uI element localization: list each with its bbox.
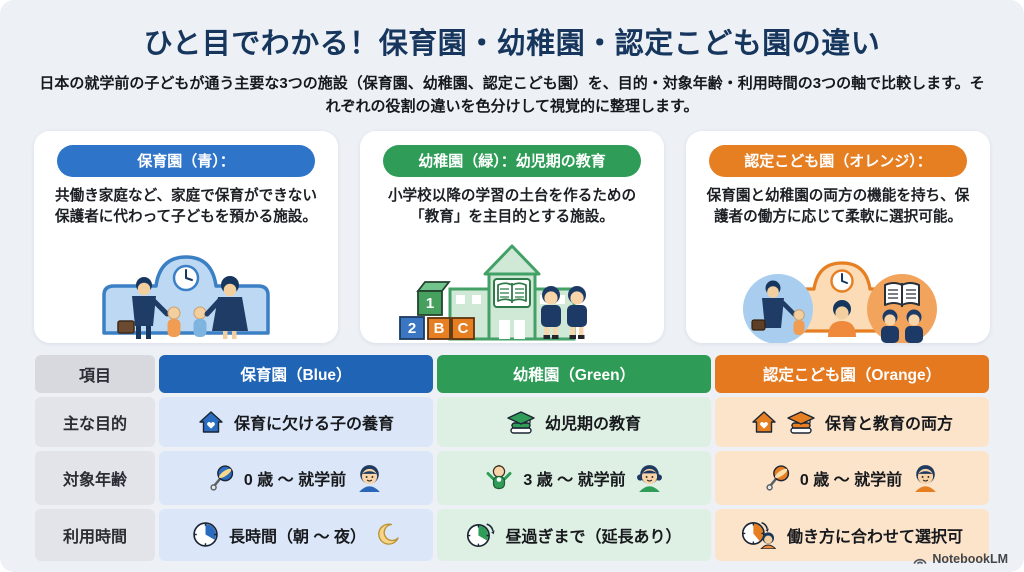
card-hoikuen: 保育園（青）： 共働き家庭など、家庭で保育ができない保護者に代わって子どもを預か… xyxy=(34,130,338,343)
care-circle-blue xyxy=(743,274,813,343)
house-heart-icon xyxy=(199,410,223,433)
overview-cards-row: 保育園（青）： 共働き家庭など、家庭で保育ができない保護者に代わって子どもを預か… xyxy=(0,130,1024,343)
youchien-illustration: 1 2 B C xyxy=(372,229,652,342)
row-label-age: 対象年齢 xyxy=(35,450,155,505)
block-letter: B xyxy=(434,320,445,337)
cell-hours-hoikuen: 長時間（朝 〜 夜） xyxy=(159,508,433,561)
card-description-hoikuen: 共働き家庭など、家庭で保育ができない保護者に代わって子どもを預かる施設。 xyxy=(55,187,317,226)
cell-age-hoikuen: 0 歳 〜 就学前 xyxy=(159,450,433,505)
toddler-orange xyxy=(167,306,181,338)
girl-face-icon xyxy=(636,465,662,492)
rattle-icon xyxy=(766,465,790,491)
column-header-hoikuen: 保育園（Blue） xyxy=(159,354,433,393)
comparison-table: 項目 保育園（Blue） 幼稚園（Green） 認定こども園（Orange） 主… xyxy=(35,354,989,561)
column-header-item: 項目 xyxy=(35,354,155,393)
card-badge-youchien: 幼稚園（緑）：幼児期の教育 xyxy=(383,144,641,177)
cell-text: 3 歳 〜 就学前 xyxy=(523,471,626,489)
boy-face-icon xyxy=(359,465,380,492)
card-description-youchien: 小学校以降の学習の土台を作るための「教育」を主目的とする施設。 xyxy=(387,187,637,226)
cell-text: 0 歳 〜 就学前 xyxy=(243,471,347,489)
graduation-books-icon xyxy=(507,410,535,434)
graduation-books-icon xyxy=(787,410,815,434)
clock-extend-icon xyxy=(467,523,496,548)
brand-name: NotebookLM xyxy=(932,552,1008,566)
cell-text: 0 歳 〜 就学前 xyxy=(799,471,903,489)
moon-icon xyxy=(378,523,399,545)
page-subtitle: 日本の就学前の子どもが通う主要な3つの施設（保育園、幼稚園、認定こども園）を、目… xyxy=(39,75,985,116)
column-header-youchien: 幼稚園（Green） xyxy=(437,354,711,393)
briefcase xyxy=(751,319,766,331)
cell-purpose-hoikuen: 保育に欠ける子の養育 xyxy=(159,396,433,447)
card-youchien: 幼稚園（緑）：幼児期の教育 小学校以降の学習の土台を作るための「教育」を主目的と… xyxy=(360,130,664,343)
cell-text: 保育に欠ける子の養育 xyxy=(233,415,394,433)
cell-purpose-kodomoen: 保育と教育の両方 xyxy=(715,396,989,447)
briefcase xyxy=(117,320,135,335)
row-label-hours: 利用時間 xyxy=(35,508,155,561)
family-building-blue-illustration xyxy=(102,255,270,340)
kodomoen-illustration xyxy=(698,229,978,343)
cell-age-youchien: 3 歳 〜 就学前 xyxy=(437,450,711,505)
house-heart-icon xyxy=(752,410,776,433)
block-letter: 2 xyxy=(408,320,416,337)
open-book-emblem xyxy=(493,278,531,309)
baby-icon xyxy=(486,465,512,490)
green-school-illustration: 1 2 B C xyxy=(399,244,587,341)
card-description-kodomoen: 保育園と幼稚園の両方の機能を持ち、保護者の働方に応じて柔軟に選択可能。 xyxy=(706,187,970,226)
uniformed-children xyxy=(541,286,587,340)
rattle-icon xyxy=(210,465,234,491)
education-circle-orange xyxy=(867,274,937,343)
children-pair xyxy=(881,309,923,343)
cell-purpose-youchien: 幼児期の教育 xyxy=(437,396,711,447)
card-badge-hoikuen: 保育園（青）： xyxy=(57,144,315,177)
boy-face-icon xyxy=(915,465,936,492)
mother-figure xyxy=(204,276,248,340)
orange-hybrid-illustration xyxy=(743,261,937,343)
father-figure xyxy=(117,277,170,340)
cell-text: 保育と教育の両方 xyxy=(824,415,953,433)
cell-text: 働き方に合わせて選択可 xyxy=(786,528,963,546)
toddler-blue xyxy=(193,306,207,338)
clock-emblem xyxy=(830,269,854,293)
cell-text: 幼児期の教育 xyxy=(544,415,641,433)
column-header-kodomoen: 認定こども園（Orange） xyxy=(715,354,989,393)
open-book xyxy=(884,282,920,308)
mother-figure-center xyxy=(828,300,856,338)
row-label-purpose: 主な目的 xyxy=(35,396,155,447)
cell-text: 長時間（朝 〜 夜） xyxy=(229,528,366,546)
cell-hours-kodomoen: 働き方に合わせて選択可 xyxy=(715,508,989,561)
cell-text: 昼過ぎまで（延長あり） xyxy=(505,528,682,546)
block-letter: 1 xyxy=(426,295,434,312)
cell-age-kodomoen: 0 歳 〜 就学前 xyxy=(715,450,989,505)
clock-emblem xyxy=(172,265,200,292)
hoikuen-illustration xyxy=(46,229,326,342)
card-kodomoen: 認定こども園（オレンジ）： 保育園と幼稚園の両方の機能を持ち、保護者の働方に応じ… xyxy=(686,130,990,343)
block-letter: C xyxy=(458,320,469,337)
clock-person-icon xyxy=(741,521,777,549)
cell-hours-youchien: 昼過ぎまで（延長あり） xyxy=(437,508,711,561)
notebooklm-logo-icon xyxy=(913,558,927,565)
brand-footer: NotebookLM xyxy=(913,552,1008,566)
page-title: ひと目でわかる！保育園・幼稚園・認定こども園の違い xyxy=(143,28,881,60)
clock-icon xyxy=(193,522,218,547)
card-badge-kodomoen: 認定こども園（オレンジ）： xyxy=(709,144,967,177)
toy-blocks: 1 2 B C xyxy=(399,281,475,341)
